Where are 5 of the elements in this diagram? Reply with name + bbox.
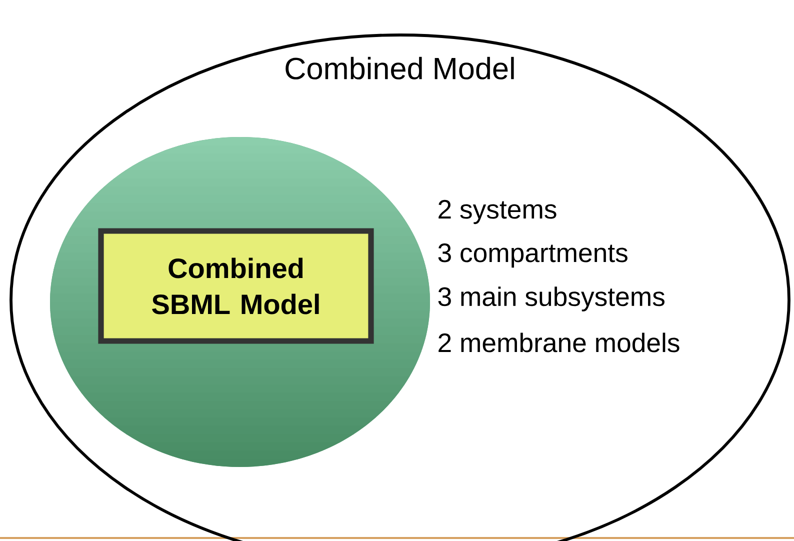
- model-box: Combined SBML Model: [98, 228, 374, 344]
- list-item: 2 membrane models: [438, 332, 680, 352]
- list-item: 2 systems: [438, 200, 556, 224]
- list-item: 3 compartments: [438, 243, 628, 268]
- list-item: 3 main subsystems: [438, 286, 664, 312]
